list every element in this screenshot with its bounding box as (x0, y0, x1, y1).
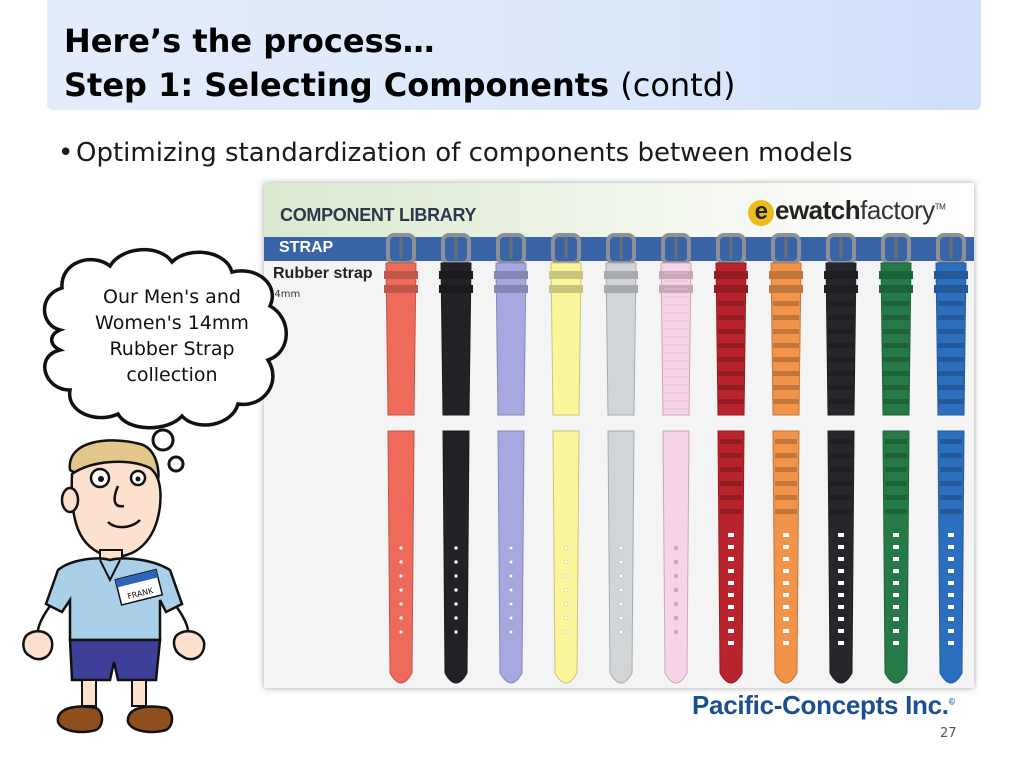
logo-e-icon: e (748, 200, 774, 226)
strap-8 (769, 233, 803, 684)
name-badge: FRANK (114, 568, 164, 606)
strap-4 (549, 233, 583, 684)
thought-cloud-text: Our Men's and Women's 14mm Rubber Strap … (72, 284, 272, 388)
frank-character: FRANK (22, 439, 206, 734)
bullet-point: •Optimizing standardization of component… (58, 138, 853, 168)
title-banner (47, 0, 981, 110)
library-title: COMPONENT LIBRARY (280, 205, 477, 225)
bullet-dot-icon: • (58, 138, 74, 168)
strap-9 (824, 233, 858, 684)
title-line-1: Here’s the process… (64, 22, 435, 60)
strap-6 (659, 233, 693, 684)
cloud-line: collection (126, 364, 218, 386)
strap-5 (604, 233, 638, 684)
cloud-line: Our Men's and (103, 286, 241, 308)
strap-section-label: STRAP (279, 239, 334, 256)
strap-illustrations (384, 233, 968, 684)
strap-2 (439, 233, 473, 684)
pacific-concepts-logo: Pacific-Concepts Inc.© (692, 690, 956, 720)
rubber-strap-label: Rubber strap (273, 265, 373, 282)
title-line-2: Step 1: Selecting Components (contd) (64, 66, 736, 104)
bullet-text: Optimizing standardization of components… (76, 138, 853, 168)
frank-cartoon: FRANK (22, 248, 288, 734)
title-step: Step 1: Selecting Components (64, 66, 610, 104)
strap-3 (494, 233, 528, 684)
library-header (264, 183, 974, 237)
strap-11 (934, 233, 968, 684)
strap-10 (879, 233, 913, 684)
page-number: 27 (940, 726, 957, 741)
strap-1 (384, 233, 418, 684)
cloud-line: Rubber Strap (109, 338, 235, 360)
thought-cloud-icon (42, 248, 288, 473)
strap-size-label: 24mm (268, 289, 301, 300)
strap-7 (714, 233, 748, 684)
cloud-line: Women's 14mm (95, 312, 249, 334)
title-contd: (contd) (620, 66, 736, 104)
